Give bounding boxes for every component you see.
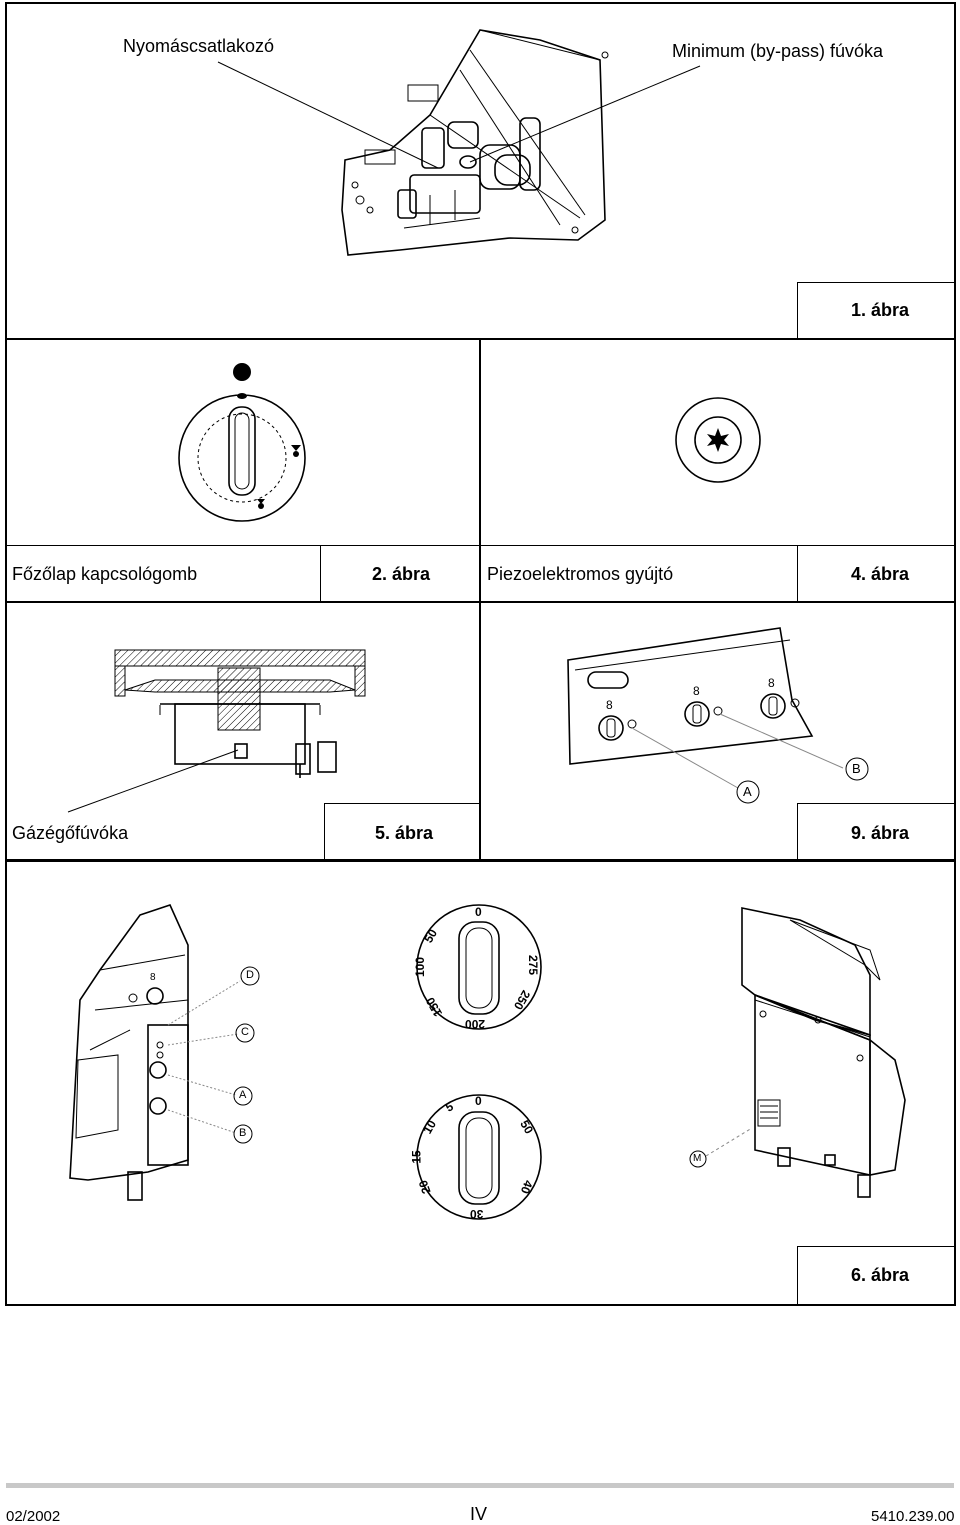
footer-page-number: IV	[470, 1504, 488, 1524]
footer-date: 02/2002	[6, 1508, 61, 1525]
gas-valve-drawing	[217, 29, 701, 256]
burner-nozzle-drawing	[67, 649, 366, 813]
panel-divider-lower	[479, 601, 481, 861]
figure-1-caption: 1. ábra	[851, 300, 910, 320]
figure-5-caption-cell	[324, 803, 480, 861]
figure-4-caption: 4. ábra	[851, 564, 910, 584]
figure-2-caption-cell	[320, 545, 480, 603]
knob-mark-3: 8	[768, 676, 775, 690]
callout-b: B	[852, 761, 861, 776]
figure-4-caption-cell	[797, 545, 955, 603]
appliance-front-drawing	[689, 907, 906, 1198]
timer-dial-drawing	[416, 1094, 542, 1220]
figure-9-caption-cell	[797, 803, 955, 861]
knob-mark-1: 8	[606, 698, 613, 712]
callout-c: C	[241, 1026, 249, 1038]
figure-6-caption: 6. ábra	[851, 1265, 910, 1285]
callout-a: A	[743, 784, 752, 799]
piezo-igniter-label: Piezoelektromos gyújtó	[487, 564, 674, 584]
appliance-side-drawing	[69, 904, 260, 1201]
callout-d: D	[246, 969, 254, 981]
knob-mark-2: 8	[693, 684, 700, 698]
hob-switch-knob-label: Főzőlap kapcsológomb	[12, 564, 198, 584]
callout-a-fig6: A	[239, 1089, 247, 1101]
callout-m: M	[693, 1153, 702, 1164]
figure-6-caption-cell	[797, 1246, 955, 1305]
panel-divider	[479, 338, 481, 603]
footer-doc-number: 5410.239.00	[871, 1508, 955, 1525]
gas-burner-nozzle-label: Gázégőfúvóka	[12, 823, 129, 843]
temp-dial-mark-0: 0	[475, 905, 482, 919]
timer-dial-mark-0: 0	[475, 1094, 482, 1108]
bypass-nozzle-label: Minimum (by-pass) fúvóka	[672, 41, 884, 61]
figure-5-caption: 5. ábra	[375, 823, 434, 843]
callout-b-fig6: B	[239, 1127, 247, 1139]
temperature-dial-drawing	[416, 904, 542, 1030]
footer-rule	[6, 1483, 954, 1488]
hob-switch-knob-drawing	[178, 363, 306, 522]
knob-mark-fig6: 8	[150, 972, 156, 983]
control-panel-drawing	[567, 627, 869, 804]
piezo-igniter-drawing	[675, 397, 761, 483]
figure-6-panel	[5, 860, 956, 1306]
pressure-port-label: Nyomáscsatlakozó	[123, 36, 275, 56]
figure-2-caption-row	[5, 545, 956, 546]
figure-2-caption: 2. ábra	[372, 564, 431, 584]
figure-9-caption: 9. ábra	[851, 823, 910, 843]
figure-1-caption-cell	[797, 282, 955, 339]
